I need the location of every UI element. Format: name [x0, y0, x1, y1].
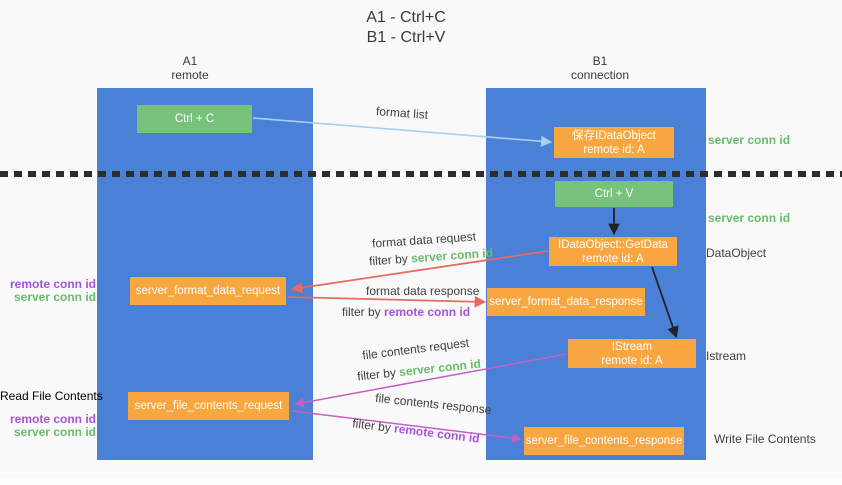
ctrl-c-label: Ctrl + C [174, 113, 215, 125]
format-data-response-label: format data response [366, 284, 480, 298]
column-header-b1: B1 connection [540, 54, 660, 82]
column-b1-name: B1 [592, 54, 608, 68]
server-conn-id-annotation: server conn id [13, 289, 96, 304]
idataobject-getdata-node: IDataObject::GetData remote id: A [549, 237, 677, 266]
server-conn-id-annotation: server conn id [13, 424, 96, 439]
file-request-conn-ids-annotation: remote conn id server conn id [0, 413, 96, 438]
server-format-data-request-label: server_format_data_request [135, 285, 281, 297]
save-idataobject-line1: 保存IDataObject [572, 129, 656, 142]
server-file-contents-response-label: server_file_contents_response [525, 435, 683, 447]
ctrl-v-label: Ctrl + V [594, 188, 634, 200]
istream-node: IStream remote id: A [568, 339, 696, 368]
page-title: A1 - Ctrl+C B1 - Ctrl+V [306, 8, 506, 48]
dataobject-annotation: DataObject [706, 246, 767, 260]
read-file-contents-annotation: Read File Contents [0, 389, 103, 403]
server-conn-id-annotation-top: server conn id [708, 133, 791, 147]
remote-conn-id-text: remote conn id [384, 305, 471, 319]
filter-by-remote-conn-id-label-2: filter by remote conn id [352, 416, 481, 446]
istream-line2: remote id: A [601, 354, 663, 367]
remote-conn-id-text: remote conn id [393, 421, 481, 446]
server-format-data-response-label: server_format_data_response [489, 296, 643, 308]
ctrl-v-node: Ctrl + V [555, 181, 673, 207]
remote-conn-id-annotation: remote conn id [9, 412, 96, 426]
filter-by-text: filter by [351, 416, 392, 435]
column-header-a1: A1 remote [130, 54, 250, 82]
bottom-edge [0, 478, 842, 485]
istream-annotation: Istream [706, 349, 747, 363]
column-a1-name: A1 [182, 54, 198, 68]
filter-by-text: filter by [342, 305, 381, 319]
server-file-contents-request-node: server_file_contents_request [128, 392, 289, 420]
write-file-contents-annotation: Write File Contents [714, 432, 816, 446]
title-line-2: B1 - Ctrl+V [366, 29, 446, 46]
save-idataobject-node: 保存IDataObject remote id: A [554, 127, 674, 158]
filter-by-remote-conn-id-label-1: filter by remote conn id [342, 305, 470, 319]
server-format-data-request-node: server_format_data_request [130, 277, 286, 305]
getdata-line2: remote id: A [582, 252, 644, 265]
column-b1-subtitle: connection [570, 68, 630, 82]
filter-by-text: filter by [356, 365, 397, 384]
title-line-1: A1 - Ctrl+C [366, 9, 446, 26]
file-contents-response-label: file contents response [374, 390, 493, 418]
remote-conn-id-annotation: remote conn id [9, 277, 96, 291]
column-a1-subtitle: remote [171, 68, 209, 82]
server-format-data-response-node: server_format_data_response [487, 288, 645, 316]
istream-line1: IStream [611, 340, 653, 353]
format-list-label: format list [375, 104, 429, 122]
server-file-contents-response-node: server_file_contents_response [524, 427, 684, 455]
server-conn-id-text: server conn id [410, 245, 494, 266]
server-conn-id-annotation-mid: server conn id [708, 211, 791, 225]
getdata-line1: IDataObject::GetData [558, 238, 668, 251]
server-conn-id-text: server conn id [398, 356, 482, 380]
server-file-contents-request-label: server_file_contents_request [134, 400, 283, 412]
format-request-conn-ids-annotation: remote conn id server conn id [0, 278, 96, 303]
copy-paste-separator-line [0, 171, 842, 177]
save-idataobject-line2: remote id: A [583, 143, 645, 156]
filter-by-text: filter by [368, 251, 409, 269]
ctrl-c-node: Ctrl + C [137, 105, 252, 133]
